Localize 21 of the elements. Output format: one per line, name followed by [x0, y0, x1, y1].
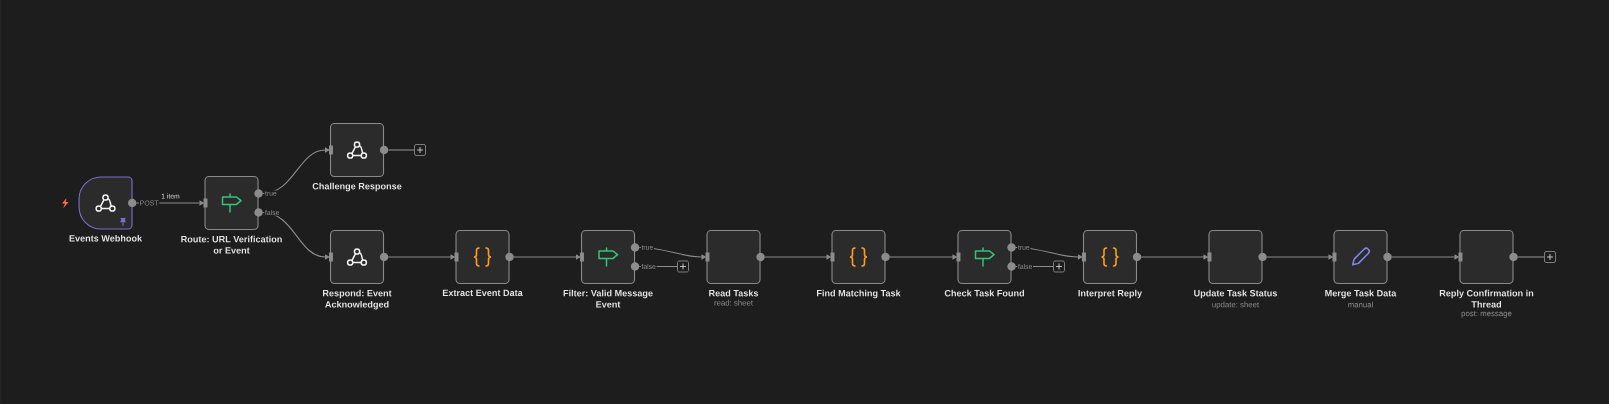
node-label: Reply Confirmation in Thread — [1439, 289, 1534, 308]
node-label: Find Matching Task — [817, 289, 901, 299]
node-label: Challenge Response — [312, 182, 402, 192]
arrow — [513, 254, 581, 260]
node-label: Check Task Found — [944, 289, 1024, 297]
connector-line — [1517, 256, 1545, 258]
connector-line — [1015, 265, 1054, 268]
node-label: Respond: Event Acknowledged — [323, 289, 392, 310]
node-label: Extract Event Data — [442, 289, 523, 297]
arrow — [262, 147, 330, 195]
connector-line — [387, 149, 415, 151]
connector-line — [638, 265, 678, 268]
node-label: Merge Task Data — [1325, 289, 1397, 299]
node-label: Route: URL Verification or Event — [181, 235, 282, 254]
node-label: Interpret Reply — [1078, 289, 1143, 299]
node-label: Filter: Valid Message Event — [563, 289, 653, 308]
node-label: Update Task Status — [1194, 289, 1277, 299]
node-label: Read Tasks — [709, 289, 759, 297]
arrow — [262, 211, 330, 260]
arrow — [1015, 246, 1083, 260]
node-label: Events Webhook — [69, 234, 143, 242]
